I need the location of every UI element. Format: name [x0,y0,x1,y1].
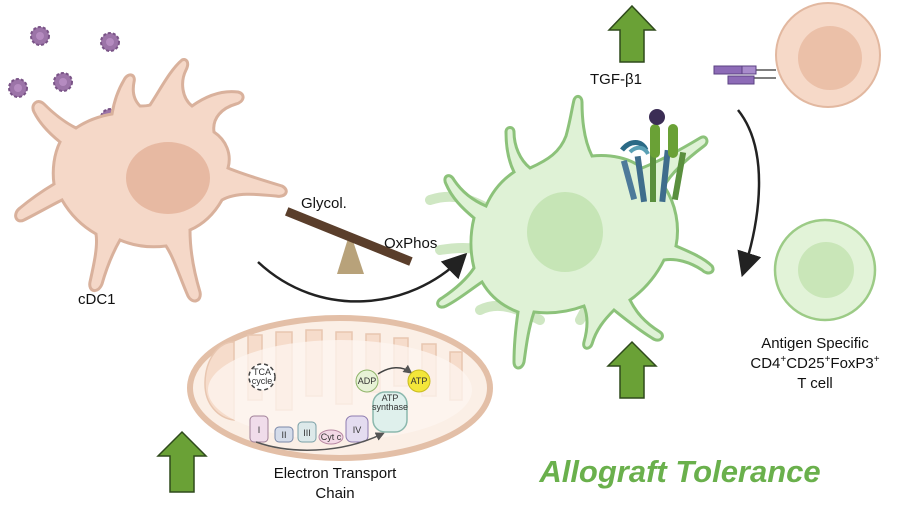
cd25-plus: + [825,354,831,365]
antigen-particles [8,26,120,128]
seesaw [285,207,413,274]
transition-arrow [257,252,468,303]
cdc1-nucleus [126,142,210,214]
mitochondrion-matrix [208,340,472,440]
dc-up-arrow [606,340,658,399]
treg-cell-nucleus [798,242,854,298]
t-cell-differentiation-arrow [737,109,762,278]
allograft-tolerance-title: Allograft Tolerance [538,454,820,489]
mitochondrion: TCA cycle ADP ATP ATP synthase I II III … [187,315,493,461]
naive-t-cell [713,2,881,108]
tgf-beta1-ligand [649,109,665,125]
cd4-text: CD4 [750,355,780,372]
tolerogenic-dc-nucleus [527,192,603,272]
complex-iii [297,421,317,443]
cytochrome-c [318,429,344,445]
adp-label: ADP [358,376,377,386]
atp-synthase-label-line2: synthase [372,402,408,412]
atp-synthase [372,391,408,433]
electron-flow-arrow [255,432,385,451]
cd25-text: CD25 [786,355,824,372]
etc-label-line1: Electron Transport [274,465,397,482]
complex-iv-label: IV [353,425,362,435]
cytochrome-c-label: Cyt c [321,432,342,442]
complex-iv [345,415,369,443]
surface-receptors [620,124,687,203]
foxp3-text: FoxP3 [830,355,873,372]
treg-label-line1: Antigen Specific [761,335,869,352]
t-cell-receptor [713,65,776,85]
antigen-particle [30,26,50,46]
cdc1-label: cDC1 [78,291,116,308]
tca-cycle-icon [248,363,276,391]
tgf-beta1-label: TGF-β1 [590,71,642,88]
adp-to-atp-arrow [377,364,413,375]
antigen-particle [100,32,120,52]
etc-up-arrow [156,430,208,493]
atp-molecule [407,369,431,393]
atp-synthase-label-line1: ATP [382,393,399,403]
antigen-particle [8,78,28,98]
cd4-plus: + [780,354,786,365]
naive-t-cell-nucleus [798,26,862,90]
cdc1-cell [14,58,288,303]
complex-i-label: I [258,425,261,435]
seesaw-beam [285,207,413,266]
complex-i [249,415,269,443]
treg-label-line2: CD4+CD25+FoxP3+ [750,354,879,372]
treg-label-line3: T cell [797,375,833,392]
complex-iii-label: III [303,428,311,438]
tca-label-line1: TCA [253,367,271,377]
seesaw-fulcrum [337,232,364,274]
treg-cell [773,218,877,322]
tgf-up-arrow [607,4,657,63]
complex-ii [274,426,294,443]
atp-label: ATP [411,376,428,386]
etc-label-line2: Chain [315,485,354,502]
tca-label-line2: cycle [252,376,273,386]
glycolysis-label: Glycol. [301,195,347,212]
adp-molecule [355,369,379,393]
complex-ii-label: II [281,430,286,440]
tolerogenic-dc-cell [425,94,715,370]
antigen-particle [53,72,73,92]
oxphos-label: OxPhos. [384,235,442,252]
foxp3-plus: + [874,354,880,365]
